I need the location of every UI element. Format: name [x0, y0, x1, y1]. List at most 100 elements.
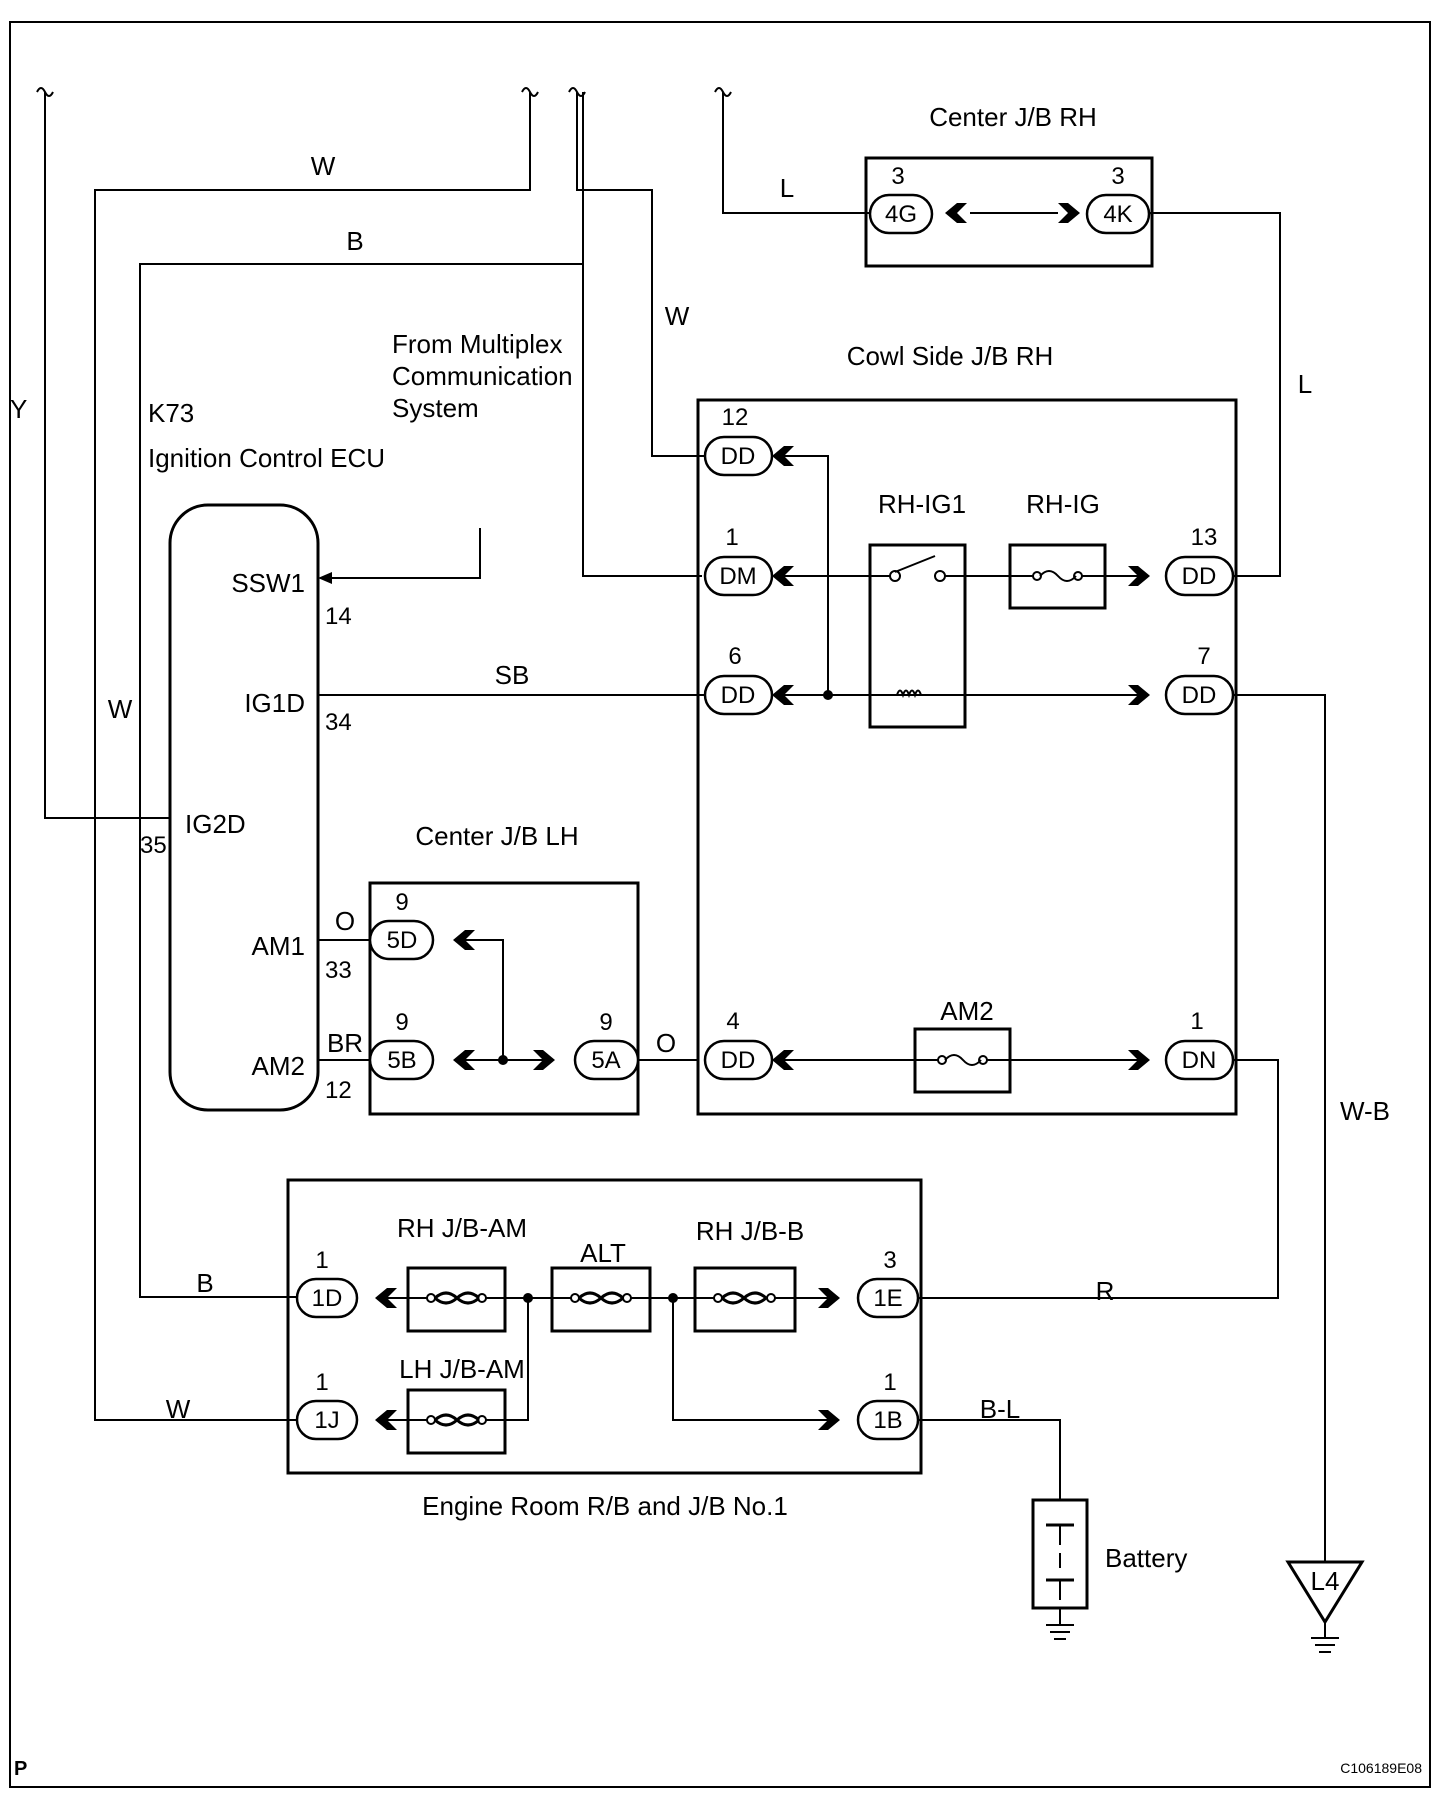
connector-pills: 4G 3 4K 3 DD 12 DM 1 DD 6 DD — [295, 163, 1235, 1441]
wire-w-mid: W — [665, 301, 690, 331]
pin-am2: AM2 — [252, 1051, 305, 1081]
wire-br: BR — [327, 1028, 363, 1058]
multiplex-line-1: From Multiplex — [392, 329, 562, 359]
connector-dd6: DD 6 — [703, 643, 774, 716]
wire-l-top: L — [780, 173, 794, 203]
fusible-link-rh-jb-am — [406, 1266, 507, 1333]
wire-w-1j: W — [166, 1394, 191, 1424]
corner-left-mark: P — [14, 1758, 27, 1780]
wire-b-top: B — [346, 226, 363, 256]
svg-text:9: 9 — [395, 889, 408, 916]
wire-o-5a: O — [656, 1028, 676, 1058]
ssw1-input-arrow — [318, 572, 332, 584]
connector-4k: 4K 3 — [1085, 163, 1151, 235]
svg-text:12: 12 — [722, 404, 749, 431]
ignition-ecu-body — [168, 503, 320, 1112]
ground-l4-label: L4 — [1311, 1566, 1340, 1596]
svg-text:1: 1 — [1190, 1008, 1203, 1035]
ecu-name: Ignition Control ECU — [148, 443, 385, 473]
pin-ig2d-num: 35 — [140, 832, 167, 859]
junction-dots — [498, 690, 833, 1303]
svg-text:5B: 5B — [387, 1047, 416, 1074]
wire-w-top: W — [311, 151, 336, 181]
fusible-link-alt — [550, 1266, 652, 1333]
wire-o-am1: O — [335, 906, 355, 936]
wire-y: Y — [10, 394, 27, 424]
svg-text:DD: DD — [721, 682, 756, 709]
svg-text:1: 1 — [883, 1369, 896, 1396]
svg-text:9: 9 — [599, 1009, 612, 1036]
rh-jb-am-label: RH J/B-AM — [397, 1213, 527, 1243]
svg-text:1B: 1B — [873, 1407, 902, 1434]
pin-am2-num: 12 — [325, 1077, 352, 1104]
pin-am1: AM1 — [252, 931, 305, 961]
connector-5d: 5D 9 — [368, 889, 435, 961]
connector-4g: 4G 3 — [868, 163, 934, 235]
svg-text:13: 13 — [1191, 524, 1218, 551]
svg-text:4: 4 — [726, 1008, 739, 1035]
pin-ig2d: IG2D — [185, 809, 246, 839]
svg-text:7: 7 — [1197, 643, 1210, 670]
relay-rh-ig1 — [868, 543, 967, 729]
connector-dd4: DD 4 — [703, 1008, 774, 1081]
battery-label: Battery — [1105, 1543, 1187, 1573]
pin-ig1d-num: 34 — [325, 709, 352, 736]
connector-5a: 5A 9 — [573, 1009, 640, 1081]
connector-1j: 1J 1 — [295, 1369, 359, 1441]
multiplex-line-3: System — [392, 393, 479, 423]
wire-w-b: W-B — [1340, 1096, 1390, 1126]
wire-r: R — [1096, 1276, 1115, 1306]
svg-text:3: 3 — [891, 163, 904, 190]
ecu-code: K73 — [148, 398, 194, 428]
lh-jb-am-label: LH J/B-AM — [399, 1354, 525, 1384]
svg-text:1J: 1J — [314, 1407, 339, 1434]
svg-text:4G: 4G — [885, 201, 917, 228]
svg-text:1D: 1D — [312, 1285, 343, 1312]
connector-5b: 5B 9 — [368, 1009, 435, 1081]
center-jb-rh-box — [864, 156, 1154, 268]
svg-text:1E: 1E — [873, 1285, 902, 1312]
svg-text:DD: DD — [721, 443, 756, 470]
svg-text:5D: 5D — [387, 927, 418, 954]
ground-l4-symbol — [1285, 1560, 1365, 1653]
center-jb-rh-label: Center J/B RH — [929, 102, 1097, 132]
multiplex-line-2: Communication — [392, 361, 573, 391]
connector-dn1: DN 1 — [1164, 1008, 1235, 1081]
pin-ig1d: IG1D — [244, 688, 305, 718]
svg-text:DD: DD — [1182, 563, 1217, 590]
wire-b-l: B-L — [980, 1394, 1020, 1424]
svg-text:1: 1 — [315, 1247, 328, 1274]
svg-text:1: 1 — [725, 524, 738, 551]
engine-room-label: Engine Room R/B and J/B No.1 — [422, 1491, 788, 1521]
connector-dd7: DD 7 — [1164, 643, 1235, 716]
center-jb-lh-box — [368, 881, 640, 1116]
svg-text:3: 3 — [1111, 163, 1124, 190]
pin-ssw1: SSW1 — [231, 568, 305, 598]
battery-symbol — [1031, 1498, 1089, 1640]
svg-text:4K: 4K — [1103, 201, 1132, 228]
fusible-link-rh-jb-b — [693, 1266, 797, 1333]
relay-rh-ig1-label: RH-IG1 — [878, 489, 966, 519]
alt-label: ALT — [580, 1238, 626, 1268]
svg-text:3: 3 — [883, 1247, 896, 1274]
svg-text:DD: DD — [1182, 682, 1217, 709]
fuse-am2-label: AM2 — [940, 996, 993, 1026]
svg-text:5A: 5A — [591, 1047, 620, 1074]
outer-frame — [9, 21, 1431, 1788]
wire-break-marks — [36, 87, 732, 97]
wires — [44, 92, 1326, 1625]
engine-room-box — [286, 1178, 923, 1475]
pin-am1-num: 33 — [325, 957, 352, 984]
wire-l-right: L — [1298, 369, 1312, 399]
connector-dm1: DM 1 — [703, 524, 774, 597]
figure-code: C106189E08 — [1340, 1760, 1422, 1776]
connector-dd12: DD 12 — [703, 404, 774, 477]
fuse-rh-ig — [1008, 543, 1107, 610]
fuse-am2 — [913, 1027, 1012, 1094]
cowl-side-jb-rh-box — [696, 398, 1238, 1116]
svg-text:DD: DD — [721, 1047, 756, 1074]
svg-text:DN: DN — [1182, 1047, 1217, 1074]
fusible-link-lh-jb-am — [406, 1388, 507, 1455]
